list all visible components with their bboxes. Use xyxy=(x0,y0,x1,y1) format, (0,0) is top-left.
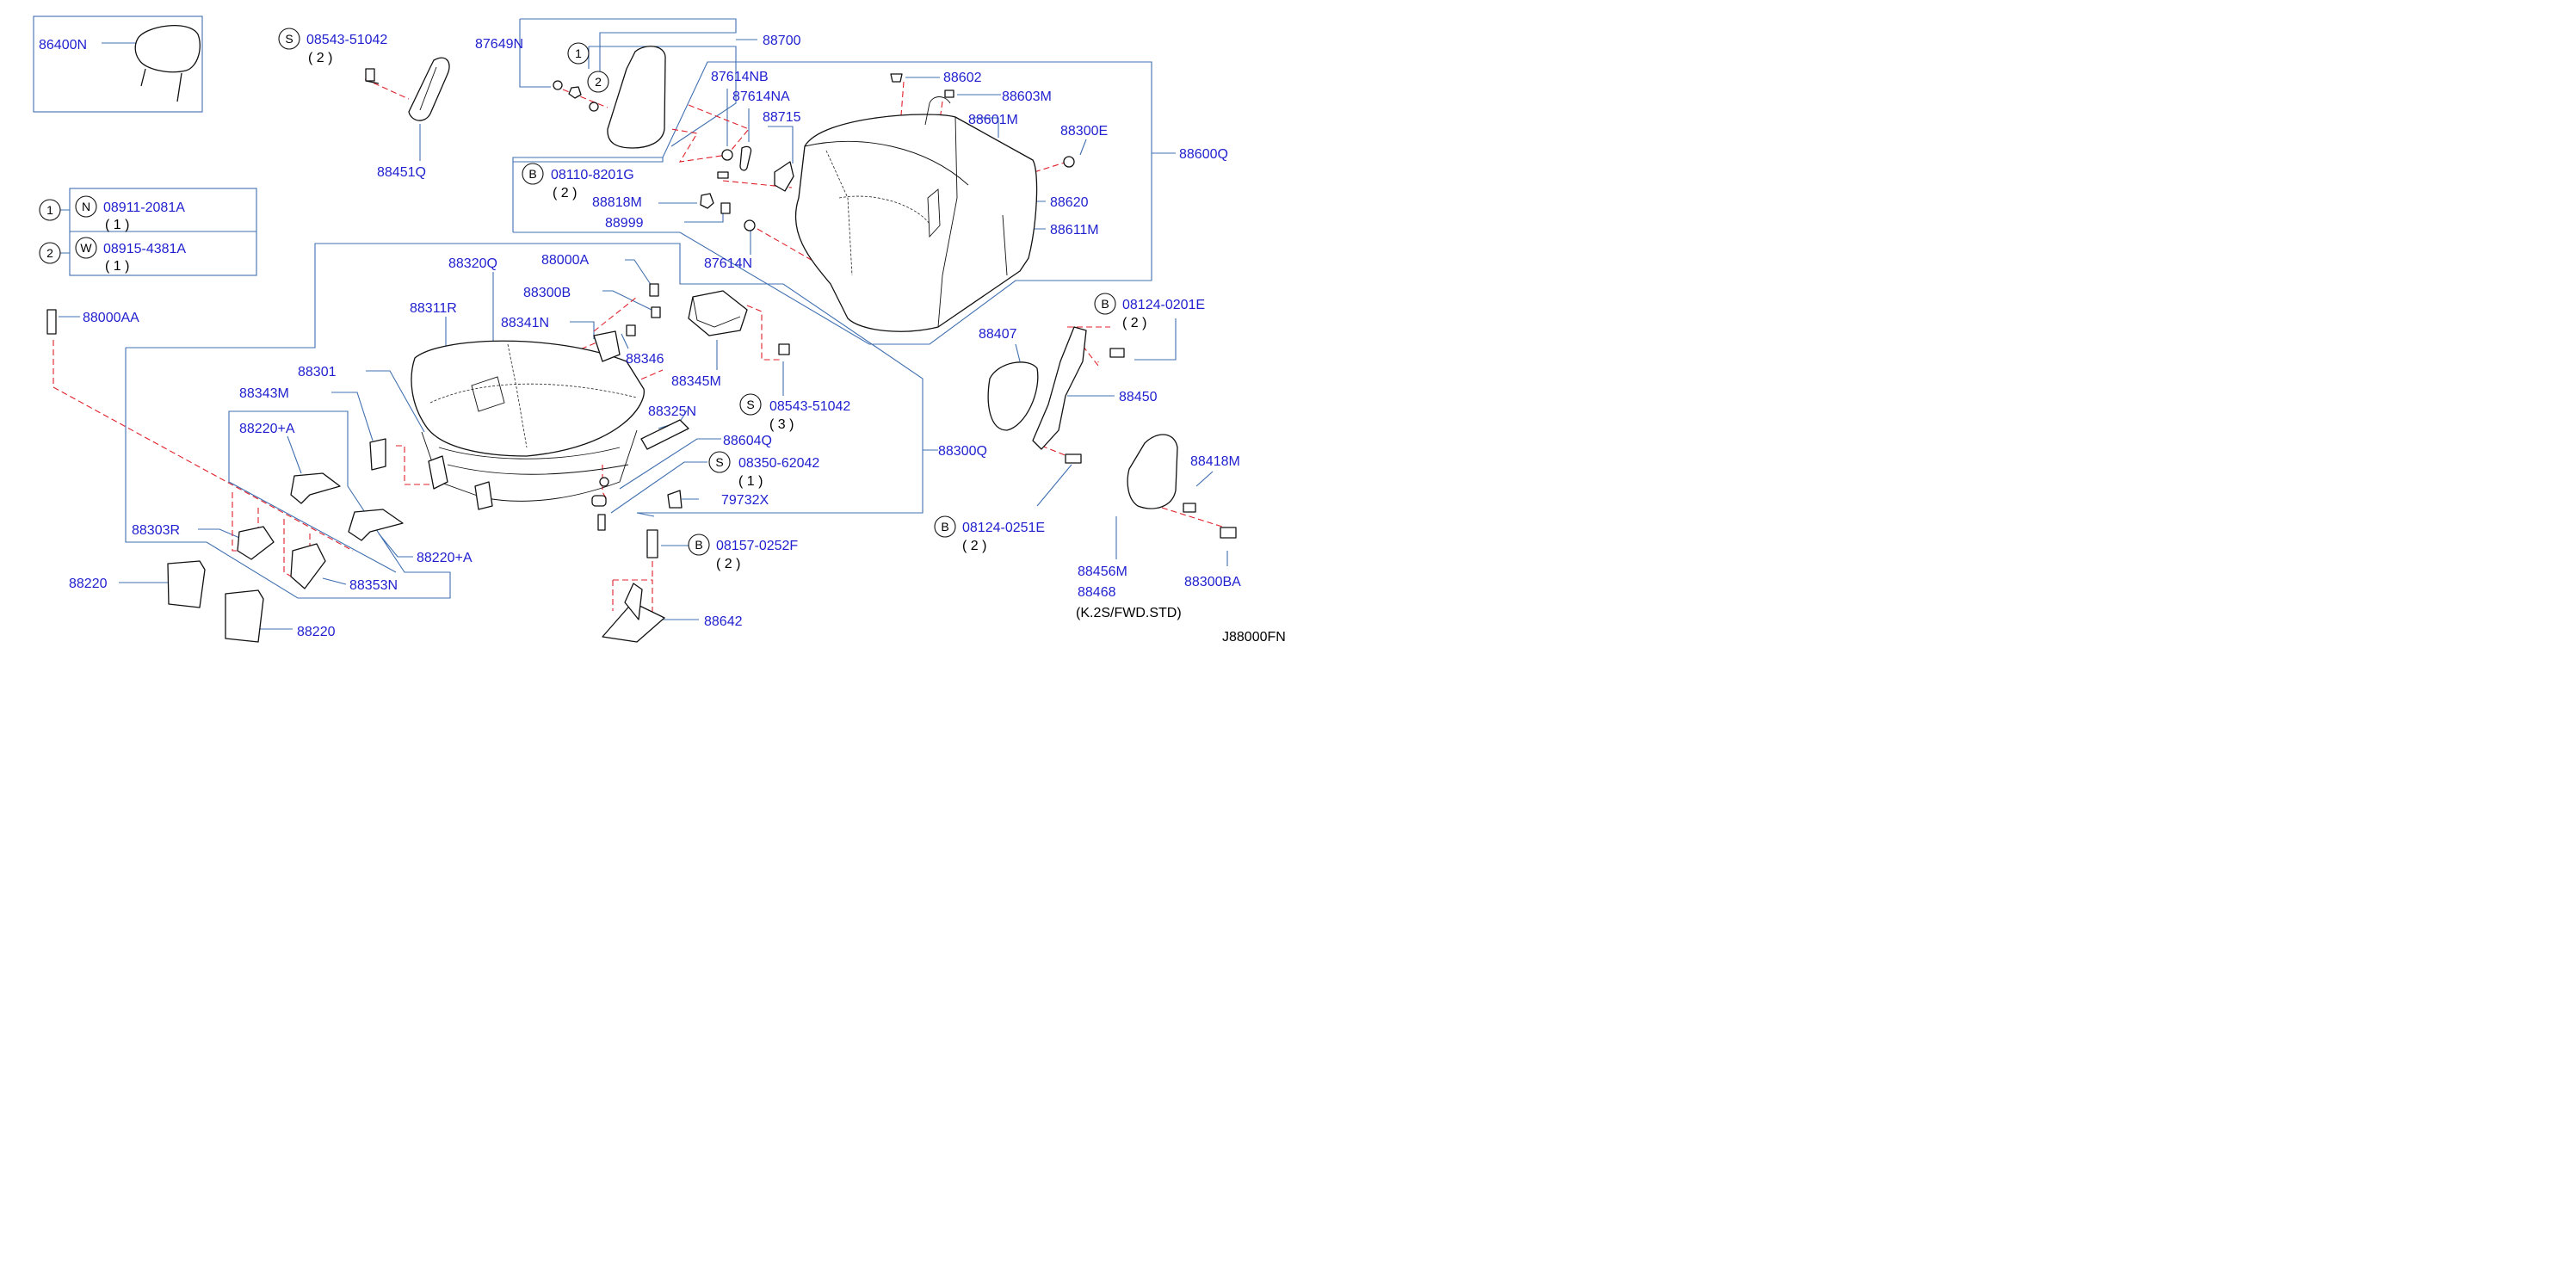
label-87614N: 87614N xyxy=(704,256,752,271)
label-87614NA: 87614NA xyxy=(732,89,790,104)
recliner-drawing xyxy=(987,326,1125,464)
label-08543-51042-top: 08543-51042 xyxy=(306,33,387,47)
marker-b-right-low: B xyxy=(941,520,948,534)
lower-trim-parts-drawing xyxy=(46,309,404,643)
label-88220-lower: 88220 xyxy=(297,625,336,639)
leader-lines xyxy=(33,15,1228,630)
label-08110-8201G: 08110-8201G xyxy=(551,168,634,182)
label-88303R: 88303R xyxy=(132,523,180,538)
marker-s-mid: S xyxy=(746,398,754,411)
diagram-code: J88000FN xyxy=(1222,630,1286,645)
qty-08915-4381A: ( 1 ) xyxy=(105,259,129,274)
label-88346: 88346 xyxy=(626,352,664,367)
label-88325N: 88325N xyxy=(648,404,696,419)
parts-diagram: 1 2 1 2 N W S S S B B B B 86400N 08543-5… xyxy=(33,15,1286,645)
qty-08110-8201G: ( 2 ) xyxy=(553,186,577,200)
label-88220-a-upper: 88220+A xyxy=(239,422,295,436)
label-79732X: 79732X xyxy=(721,493,769,508)
seat-cushion-drawing xyxy=(411,340,689,510)
marker-ref-2: 2 xyxy=(595,75,602,89)
label-88418M: 88418M xyxy=(1190,454,1240,469)
marker-w: W xyxy=(80,241,92,255)
qty-08543-51042-top: ( 2 ) xyxy=(308,51,332,65)
marker-ref-1: 1 xyxy=(575,46,582,60)
bracket-drawing xyxy=(593,283,790,362)
label-88620: 88620 xyxy=(1050,195,1089,210)
label-88450: 88450 xyxy=(1119,390,1158,404)
label-88468: 88468 xyxy=(1078,585,1116,600)
label-88220-a-lower: 88220+A xyxy=(417,551,473,565)
headrest-drawing xyxy=(134,25,201,102)
label-88604Q: 88604Q xyxy=(723,434,772,448)
seat-cover-finisher-drawing xyxy=(365,57,450,121)
label-08911-2081A: 08911-2081A xyxy=(103,200,185,215)
marker-n: N xyxy=(82,200,90,213)
marker-b-left: B xyxy=(528,167,536,181)
label-08124-0201E: 08124-0201E xyxy=(1122,298,1205,312)
label-88603M: 88603M xyxy=(1002,89,1052,104)
label-88715: 88715 xyxy=(763,110,801,125)
label-88000A: 88000A xyxy=(541,253,589,268)
label-88300Q: 88300Q xyxy=(938,444,987,459)
label-88301: 88301 xyxy=(298,365,337,379)
marker-b-right-top: B xyxy=(1101,297,1109,311)
label-88345M: 88345M xyxy=(671,374,721,389)
armrest-drawing xyxy=(553,46,666,149)
label-88451Q: 88451Q xyxy=(377,165,426,180)
qty-08157-0252F: ( 2 ) xyxy=(716,557,740,571)
label-08157-0252F: 08157-0252F xyxy=(716,539,798,553)
label-08915-4381A: 08915-4381A xyxy=(103,242,186,256)
label-88456M: 88456M xyxy=(1078,564,1127,579)
label-88300BA: 88300BA xyxy=(1184,575,1241,589)
reference-markers: 1 2 1 2 N W S S S B B B B xyxy=(39,28,1116,556)
label-88600Q: 88600Q xyxy=(1179,147,1228,162)
label-88700: 88700 xyxy=(763,34,801,48)
qty-08543-51042-mid: ( 3 ) xyxy=(769,417,794,432)
side-cover-drawing xyxy=(1127,434,1237,539)
label-08543-51042-mid: 08543-51042 xyxy=(769,399,850,414)
label-08350-62042: 08350-62042 xyxy=(738,456,819,471)
marker-s-top: S xyxy=(285,32,293,46)
label-88999: 88999 xyxy=(605,216,644,231)
label-88341N: 88341N xyxy=(501,316,549,330)
seat-back-drawing xyxy=(794,73,1075,332)
label-88611M: 88611M xyxy=(1050,223,1099,238)
label-88818M: 88818M xyxy=(592,195,642,210)
marker-key-2: 2 xyxy=(46,246,53,260)
part-labels: 86400N 08543-51042 ( 2 ) 88451Q 87649N 8… xyxy=(39,33,1286,645)
label-88353N: 88353N xyxy=(349,578,398,593)
label-88343M: 88343M xyxy=(239,386,289,401)
label-86400N: 86400N xyxy=(39,38,87,52)
marker-key-1: 1 xyxy=(46,203,53,217)
label-87614NB: 87614NB xyxy=(711,70,769,84)
marker-b-bottom: B xyxy=(695,538,702,552)
model-note: (K.2S/FWD.STD) xyxy=(1076,606,1182,620)
qty-08350-62042: ( 1 ) xyxy=(738,474,763,489)
label-88602: 88602 xyxy=(943,71,982,85)
qty-08124-0251E: ( 2 ) xyxy=(962,539,986,553)
label-88220-left: 88220 xyxy=(69,577,108,591)
label-88601M: 88601M xyxy=(968,113,1018,127)
label-88407: 88407 xyxy=(979,327,1017,342)
seat-back-fasteners-drawing xyxy=(700,145,794,231)
label-88311R: 88311R xyxy=(410,301,457,316)
label-88642: 88642 xyxy=(704,614,743,629)
label-87649N: 87649N xyxy=(475,37,523,52)
marker-s-lower: S xyxy=(715,455,723,469)
label-08124-0251E: 08124-0251E xyxy=(962,521,1045,535)
qty-08911-2081A: ( 1 ) xyxy=(105,218,129,232)
qty-08124-0201E: ( 2 ) xyxy=(1122,316,1146,330)
label-88300E: 88300E xyxy=(1060,124,1108,139)
label-88000AA: 88000AA xyxy=(83,311,139,325)
small-parts-drawing xyxy=(591,477,683,643)
label-88300B: 88300B xyxy=(523,286,571,300)
label-88320Q: 88320Q xyxy=(448,256,497,271)
